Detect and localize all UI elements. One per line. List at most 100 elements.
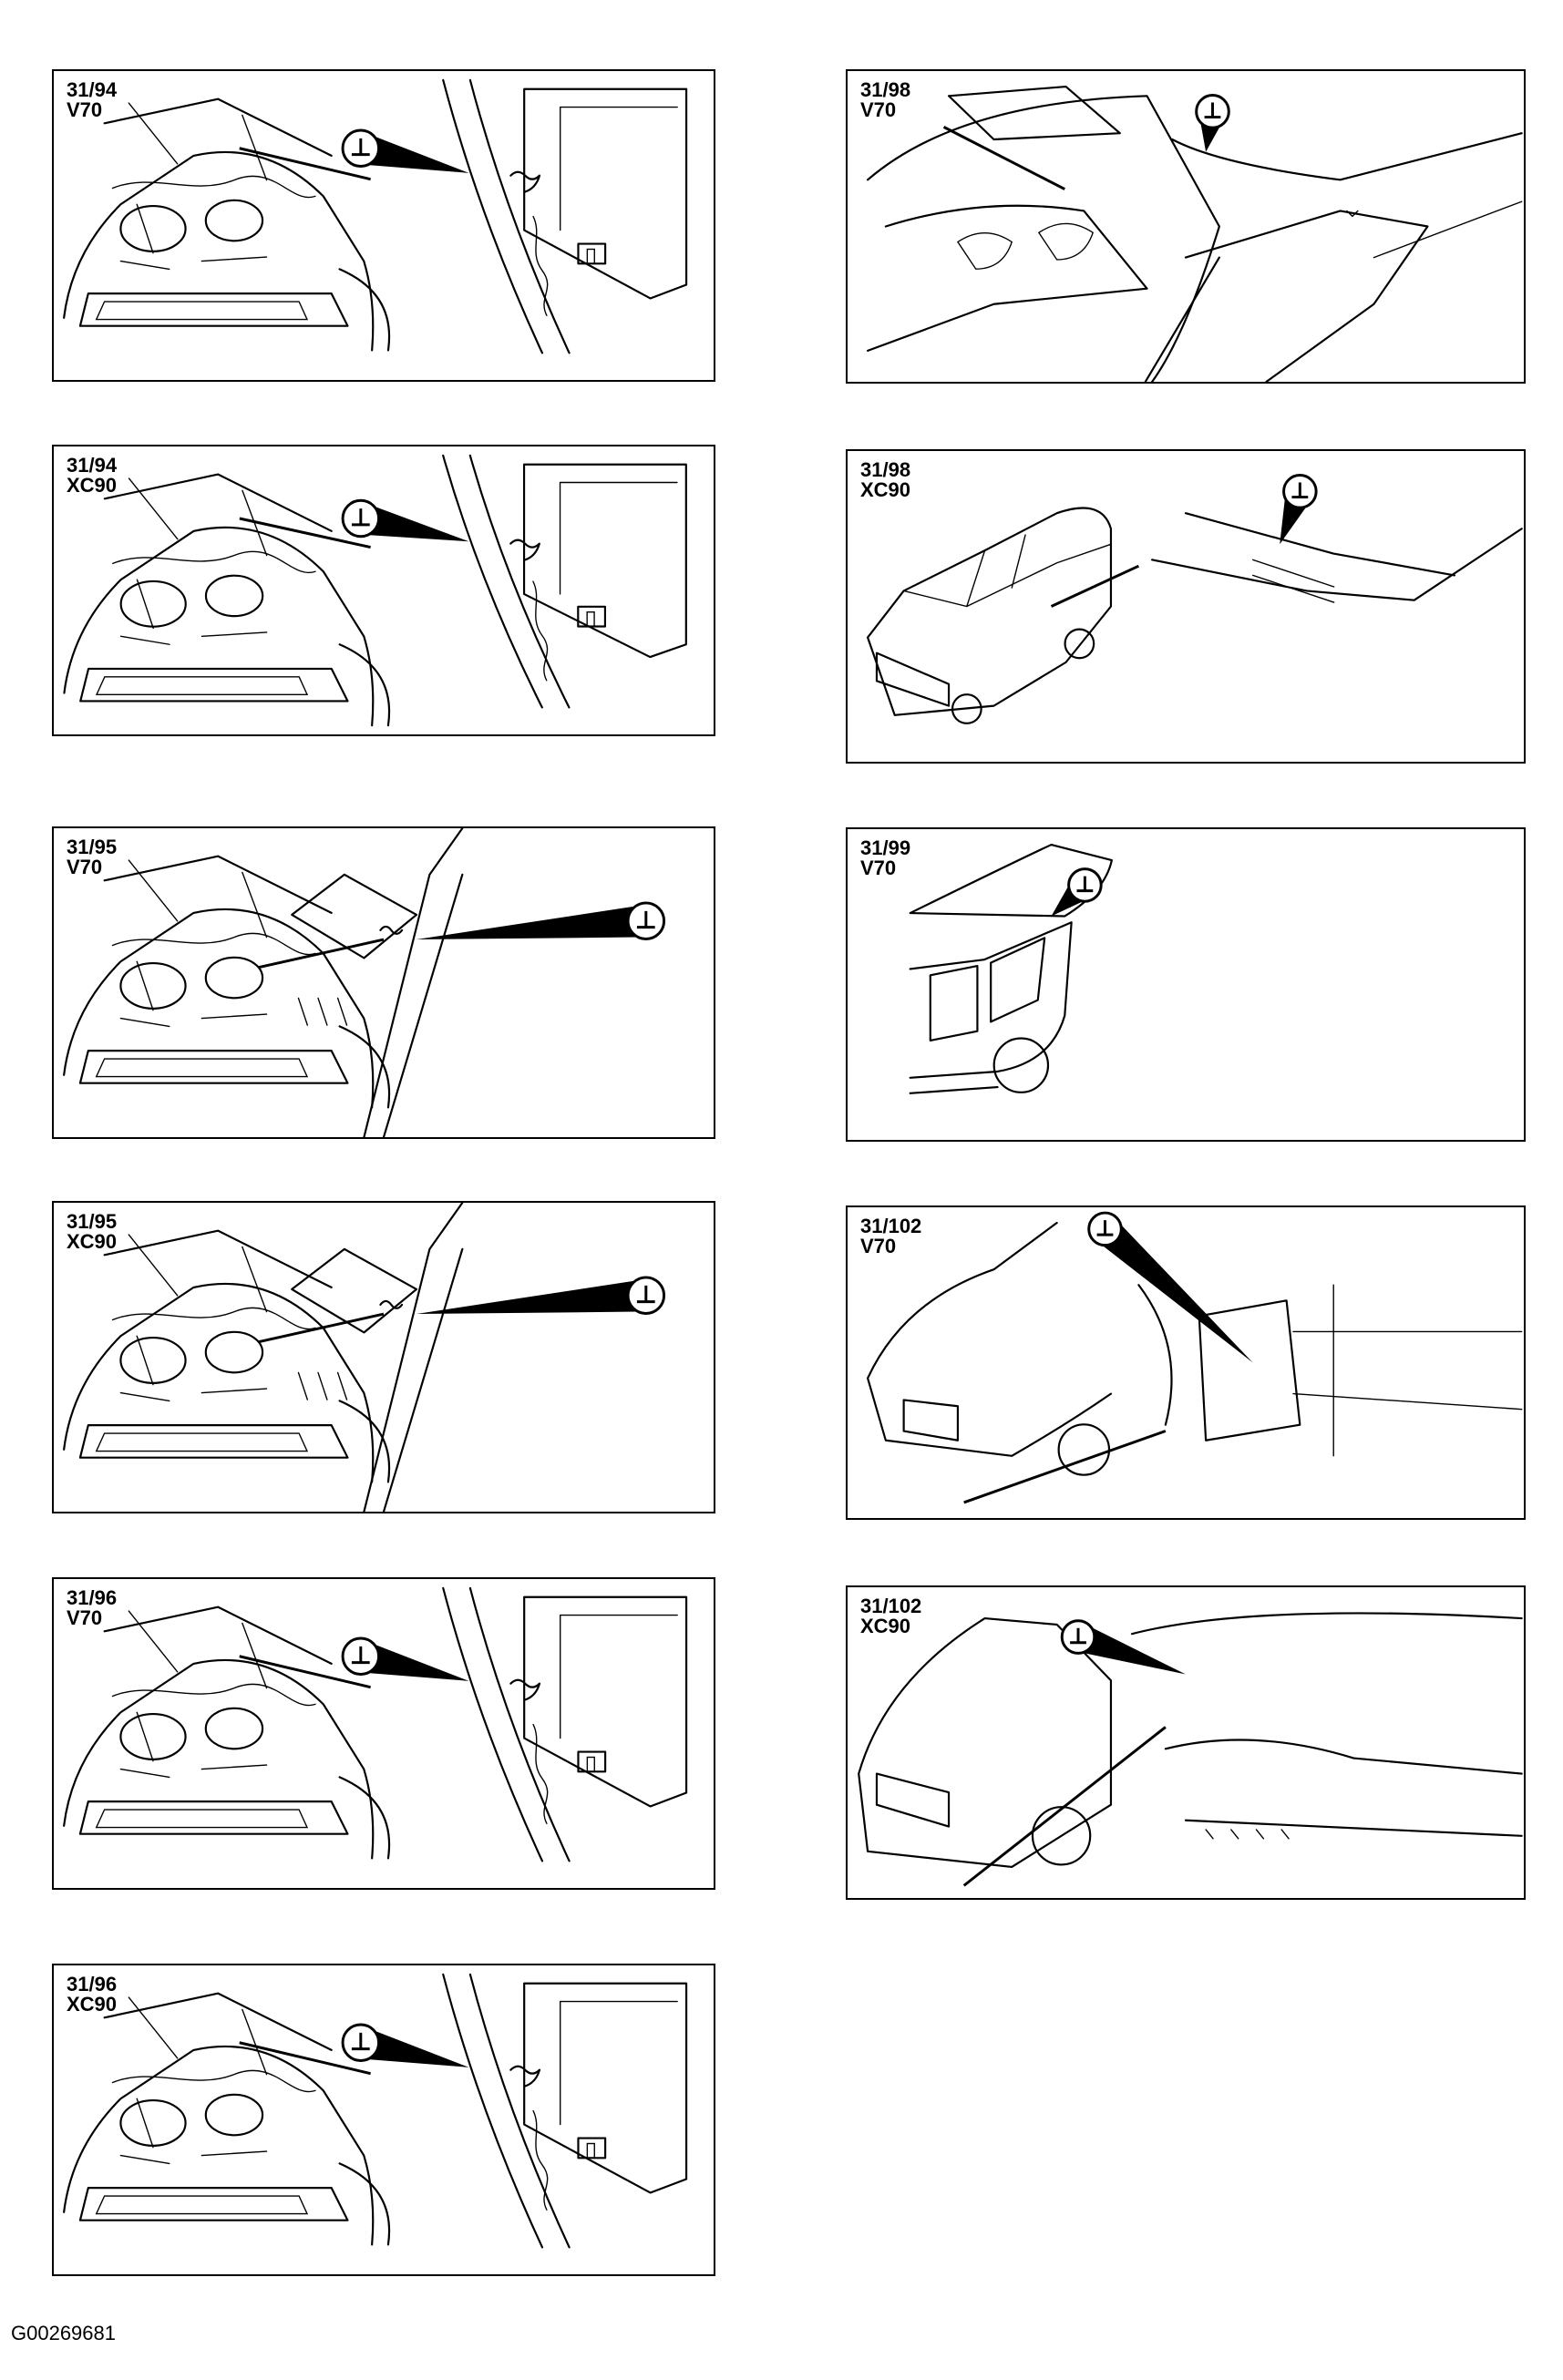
grille <box>95 1058 309 1078</box>
leader-line <box>239 2041 371 2076</box>
wheel-arch <box>338 1025 391 1109</box>
hoses <box>111 1683 316 1707</box>
connector-pin <box>586 611 595 628</box>
hood-struts <box>128 102 268 181</box>
panel-code: 31/95 <box>67 1210 118 1233</box>
panel-code: 31/94 <box>67 454 118 477</box>
ground-pointer <box>357 502 469 542</box>
wheel-arch <box>338 1776 391 1860</box>
illustration <box>63 1586 688 1862</box>
ground-symbol-glyph <box>351 1646 370 1665</box>
figure-id: G00269681 <box>11 2322 116 2344</box>
illustration <box>63 828 666 1137</box>
bumper <box>78 1424 349 1459</box>
ground-symbol-glyph <box>351 508 370 527</box>
leader-line <box>1050 564 1140 608</box>
hoses <box>112 550 316 574</box>
car-front-outline <box>867 1221 1113 1457</box>
connectors <box>297 997 348 1026</box>
panel-code: 31/96 <box>67 1973 118 1995</box>
ground-symbol-glyph <box>351 138 370 157</box>
panel-code: 31/95 <box>67 836 118 858</box>
fuse-box-lid <box>560 106 678 231</box>
panel-model: XC90 <box>860 478 911 501</box>
roof-outline <box>867 95 1220 382</box>
panel-code: 31/99 <box>860 836 911 859</box>
fuse-box <box>523 87 688 300</box>
panel-edge <box>442 78 544 354</box>
ground-pointer <box>416 1278 648 1315</box>
grille <box>95 1432 309 1452</box>
ground-bolts <box>509 2065 541 2088</box>
leader-line <box>239 147 371 181</box>
hoses <box>111 1307 316 1330</box>
fuse-box <box>523 1982 688 2194</box>
ground-symbol-glyph <box>1291 482 1309 499</box>
grille <box>95 2195 309 2215</box>
ground-symbol-glyph <box>1204 102 1221 119</box>
engine-cover <box>119 2098 187 2147</box>
harness-wire <box>532 1723 549 1825</box>
panel-edge <box>442 1586 544 1862</box>
seats <box>956 222 1095 270</box>
car-body-outline <box>63 526 375 727</box>
panel-edge-inner <box>382 873 464 1137</box>
frame-members <box>1292 1284 1523 1457</box>
panel-model: XC90 <box>67 1993 118 2016</box>
ground-pointer <box>356 132 469 173</box>
harness-wire <box>532 215 549 317</box>
ground-bolts <box>509 170 541 193</box>
harness-wire <box>532 2109 549 2211</box>
connectors <box>297 1371 348 1400</box>
illustration <box>63 78 688 354</box>
ground-pointer <box>1073 1623 1186 1675</box>
panel-edge-inner <box>468 1586 571 1862</box>
front-wheel <box>1031 1806 1092 1866</box>
panel-model: XC90 <box>67 474 118 497</box>
panel-edge-inner <box>468 78 571 354</box>
panel-model: V70 <box>860 857 897 879</box>
bumper <box>79 667 349 703</box>
car-body-outline <box>63 908 375 1109</box>
panel-code: 31/98 <box>860 458 911 481</box>
open-hood-edge <box>103 1605 333 1665</box>
bumper <box>78 292 349 327</box>
fuse-box-lid <box>559 481 678 595</box>
car-body-outline <box>63 2045 375 2246</box>
wheel-arch <box>338 1400 391 1483</box>
ground-bolts <box>379 925 404 935</box>
engine-details <box>119 579 268 645</box>
hoses <box>111 932 316 956</box>
pillars <box>966 534 1026 608</box>
panel-code: 31/94 <box>67 78 118 101</box>
connector-pin <box>586 1756 595 1772</box>
front-wheel <box>951 693 982 724</box>
panel-model: XC90 <box>860 1615 911 1637</box>
air-intake <box>204 1330 264 1374</box>
panel-code: 31/102 <box>860 1595 922 1617</box>
ground-symbol-glyph <box>1096 1220 1114 1236</box>
bracket-panel <box>1137 1284 1301 1441</box>
car-body-outline <box>63 1282 375 1483</box>
fuse-box-lid <box>560 2000 678 2126</box>
frame-detail <box>1205 1829 1290 1840</box>
ground-pointer <box>356 2026 469 2067</box>
engine-cover <box>119 961 187 1010</box>
open-hood-edge <box>103 855 333 914</box>
grille <box>95 676 309 696</box>
ground-pointer <box>1095 1217 1253 1363</box>
panel-model: V70 <box>67 856 103 878</box>
fuse-box <box>291 873 418 959</box>
rear-wheel <box>992 1037 1050 1093</box>
ground-pointer <box>416 904 648 940</box>
a-pillar <box>1144 256 1220 382</box>
